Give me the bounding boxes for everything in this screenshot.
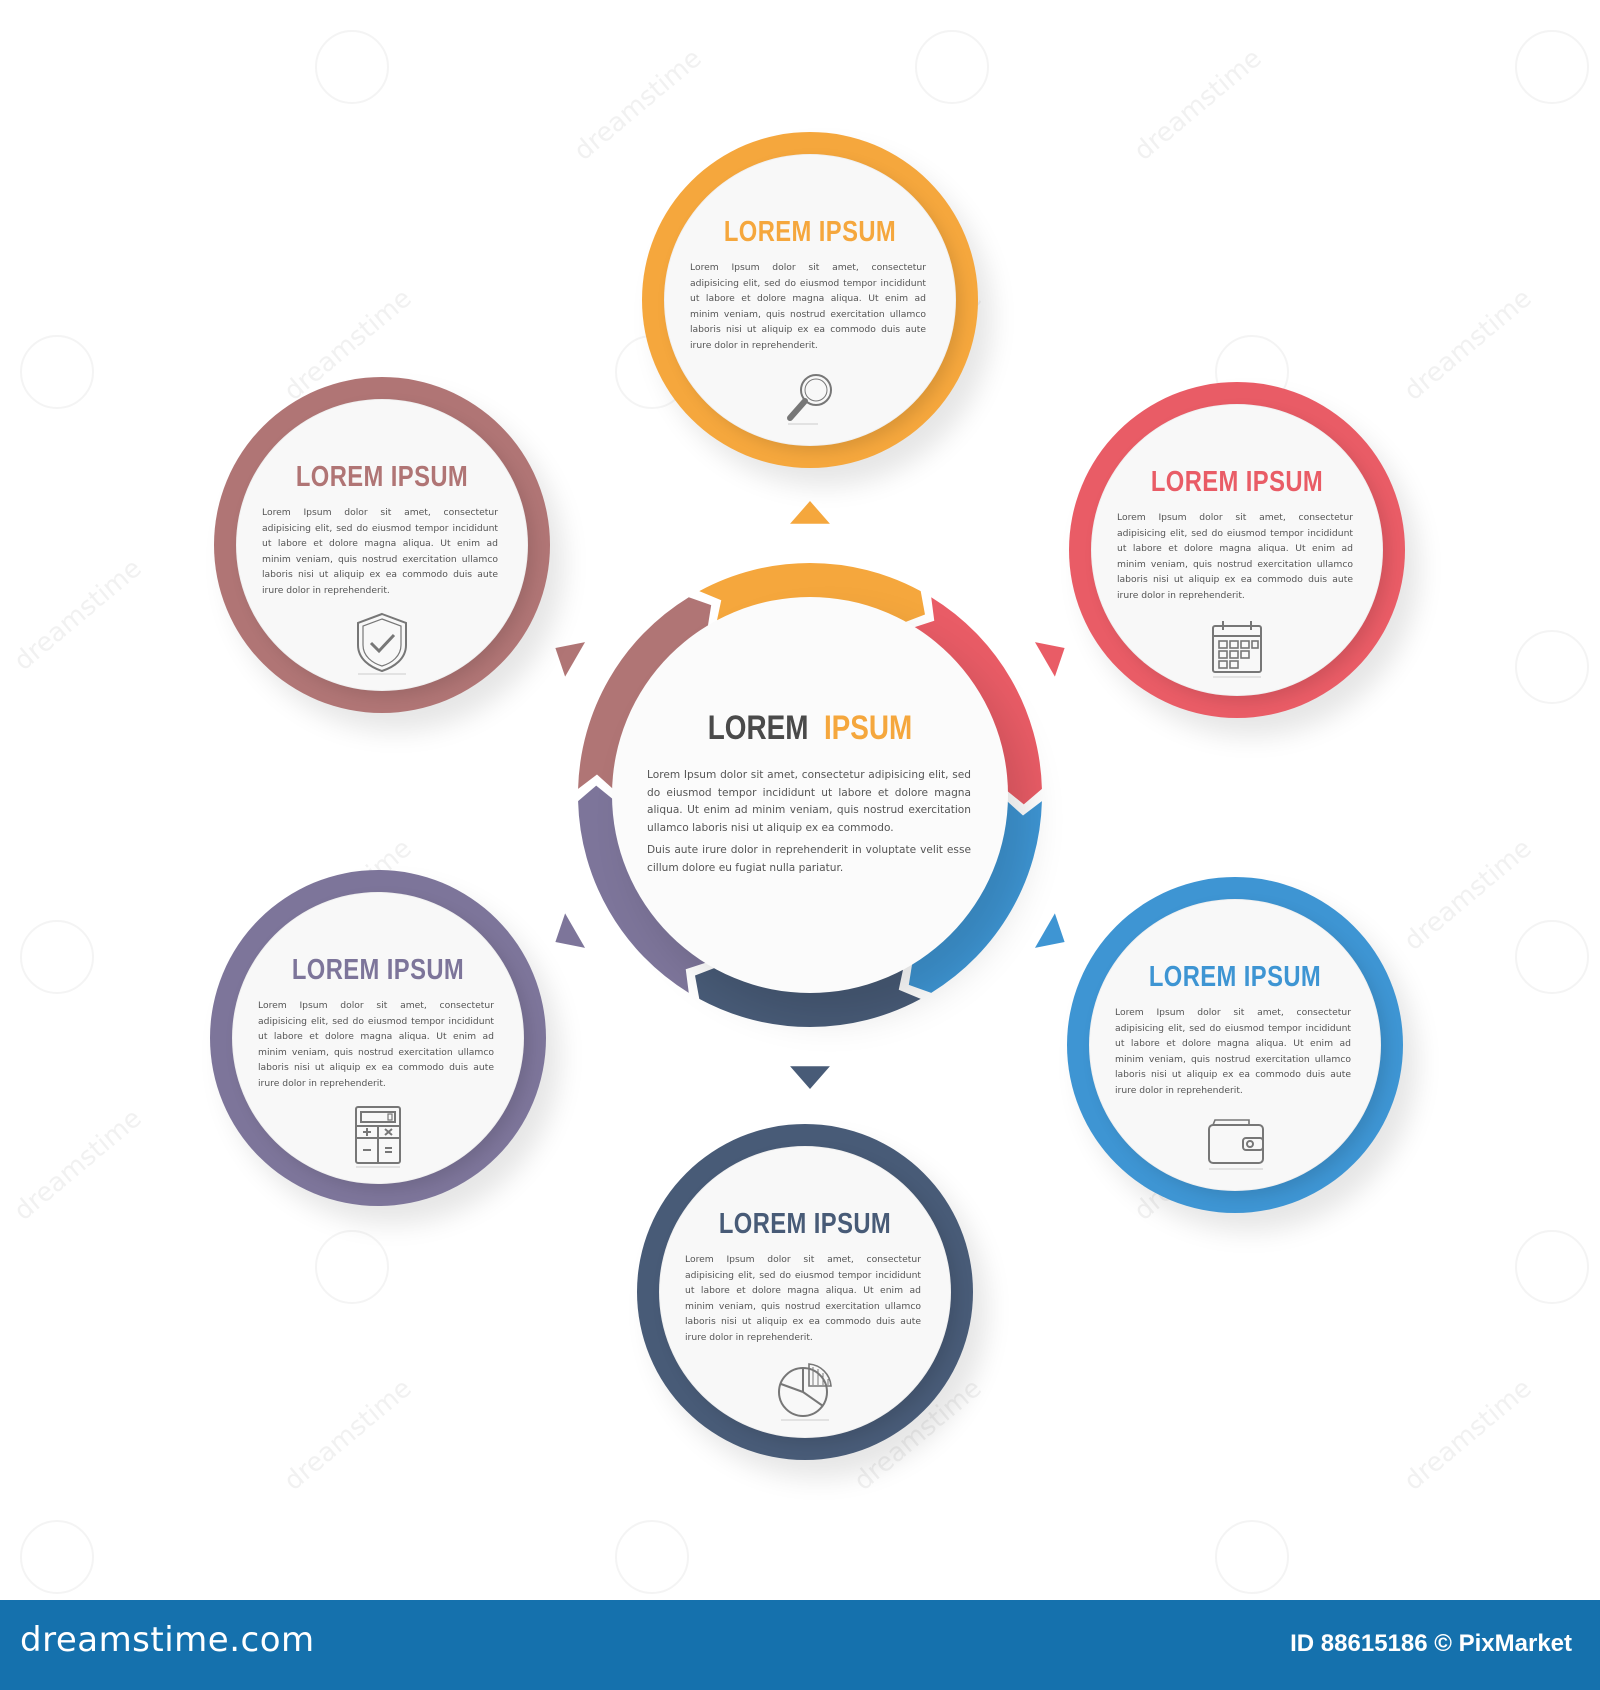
- shield-check-icon: [350, 611, 414, 675]
- center-title: LOREM IPSUM: [648, 709, 973, 748]
- pointer-arrow-mauve: [555, 642, 586, 677]
- pointer-arrow-purple: [555, 913, 586, 948]
- node-title: LOREM IPSUM: [291, 954, 465, 986]
- node-top-face: LOREM IPSUM Lorem Ipsum dolor sit amet, c…: [664, 154, 956, 446]
- node-top: LOREM IPSUM Lorem Ipsum dolor sit amet, c…: [642, 132, 978, 468]
- node-bottom-face: LOREM IPSUM Lorem Ipsum dolor sit amet, c…: [659, 1146, 951, 1438]
- node-bottom: LOREM IPSUM Lorem Ipsum dolor sit amet, c…: [637, 1124, 973, 1460]
- node-text: Lorem Ipsum dolor sit amet, consectetur …: [685, 1254, 921, 1343]
- calculator-icon: [346, 1104, 410, 1168]
- watermark-spiral-icon: [1515, 1230, 1589, 1304]
- pointer-arrow-orange: [790, 501, 830, 524]
- node-left-bottom: LOREM IPSUM Lorem Ipsum dolor sit amet, c…: [210, 870, 546, 1206]
- watermark-spiral-icon: [20, 920, 94, 994]
- node-text: Lorem Ipsum dolor sit amet, consectetur …: [258, 1000, 494, 1089]
- node-text: Lorem Ipsum dolor sit amet, consectetur …: [690, 262, 926, 351]
- watermark-spiral-icon: [20, 335, 94, 409]
- pointer-arrow-blue: [1034, 913, 1065, 948]
- node-text: Lorem Ipsum dolor sit amet, consectetur …: [1117, 512, 1353, 601]
- node-left-bottom-face: LOREM IPSUM Lorem Ipsum dolor sit amet, c…: [232, 892, 524, 1184]
- watermark-spiral-icon: [315, 30, 389, 104]
- center-paragraph-1: Lorem Ipsum dolor sit amet, consectetur …: [647, 769, 971, 834]
- footer-logo[interactable]: dreamstime.com: [20, 1620, 315, 1660]
- center-circle: LOREM IPSUM Lorem Ipsum dolor sit amet, …: [612, 597, 1008, 993]
- node-title: LOREM IPSUM: [1150, 466, 1324, 498]
- watermark-spiral-icon: [1515, 920, 1589, 994]
- pointer-arrow-red: [1034, 642, 1065, 677]
- node-right-top-face: LOREM IPSUM Lorem Ipsum dolor sit amet, c…: [1091, 404, 1383, 696]
- node-text: Lorem Ipsum dolor sit amet, consectetur …: [1115, 1007, 1351, 1096]
- node-title: LOREM IPSUM: [718, 1208, 892, 1240]
- node-text: Lorem Ipsum dolor sit amet, consectetur …: [262, 507, 498, 596]
- ring-segment-blue: [908, 800, 1042, 993]
- center-title-word2: IPSUM: [823, 709, 913, 747]
- pie-chart-icon: [773, 1358, 837, 1422]
- calendar-icon: [1205, 616, 1269, 680]
- watermark-spiral-icon: [915, 30, 989, 104]
- center-paragraph-2: Duis aute irure dolor in reprehenderit i…: [647, 844, 971, 874]
- watermark-spiral-icon: [615, 1520, 689, 1594]
- pointer-arrow-navy: [790, 1066, 830, 1089]
- ring-segment-purple: [578, 785, 708, 993]
- watermark-spiral-icon: [20, 1520, 94, 1594]
- node-right-top: LOREM IPSUM Lorem Ipsum dolor sit amet, c…: [1069, 382, 1405, 718]
- footer-bar: dreamstime.com ID 88615186 © PixMarket: [0, 1600, 1600, 1690]
- node-title: LOREM IPSUM: [1148, 961, 1322, 993]
- footer-id: ID 88615186 © PixMarket: [1290, 1630, 1572, 1657]
- node-left-top-face: LOREM IPSUM Lorem Ipsum dolor sit amet, c…: [236, 399, 528, 691]
- wallet-icon: [1203, 1111, 1267, 1175]
- watermark-spiral-icon: [1515, 30, 1589, 104]
- magnifier-icon: [778, 366, 842, 430]
- node-title: LOREM IPSUM: [723, 216, 897, 248]
- ring-segment-mauve: [578, 597, 712, 790]
- center-title-word1: LOREM: [707, 709, 809, 747]
- node-title: LOREM IPSUM: [295, 461, 469, 493]
- node-left-top: LOREM IPSUM Lorem Ipsum dolor sit amet, c…: [214, 377, 550, 713]
- watermark-spiral-icon: [1515, 630, 1589, 704]
- node-right-bottom-face: LOREM IPSUM Lorem Ipsum dolor sit amet, c…: [1089, 899, 1381, 1191]
- node-right-bottom: LOREM IPSUM Lorem Ipsum dolor sit amet, c…: [1067, 877, 1403, 1213]
- watermark-spiral-icon: [315, 1230, 389, 1304]
- watermark-spiral-icon: [1215, 1520, 1289, 1594]
